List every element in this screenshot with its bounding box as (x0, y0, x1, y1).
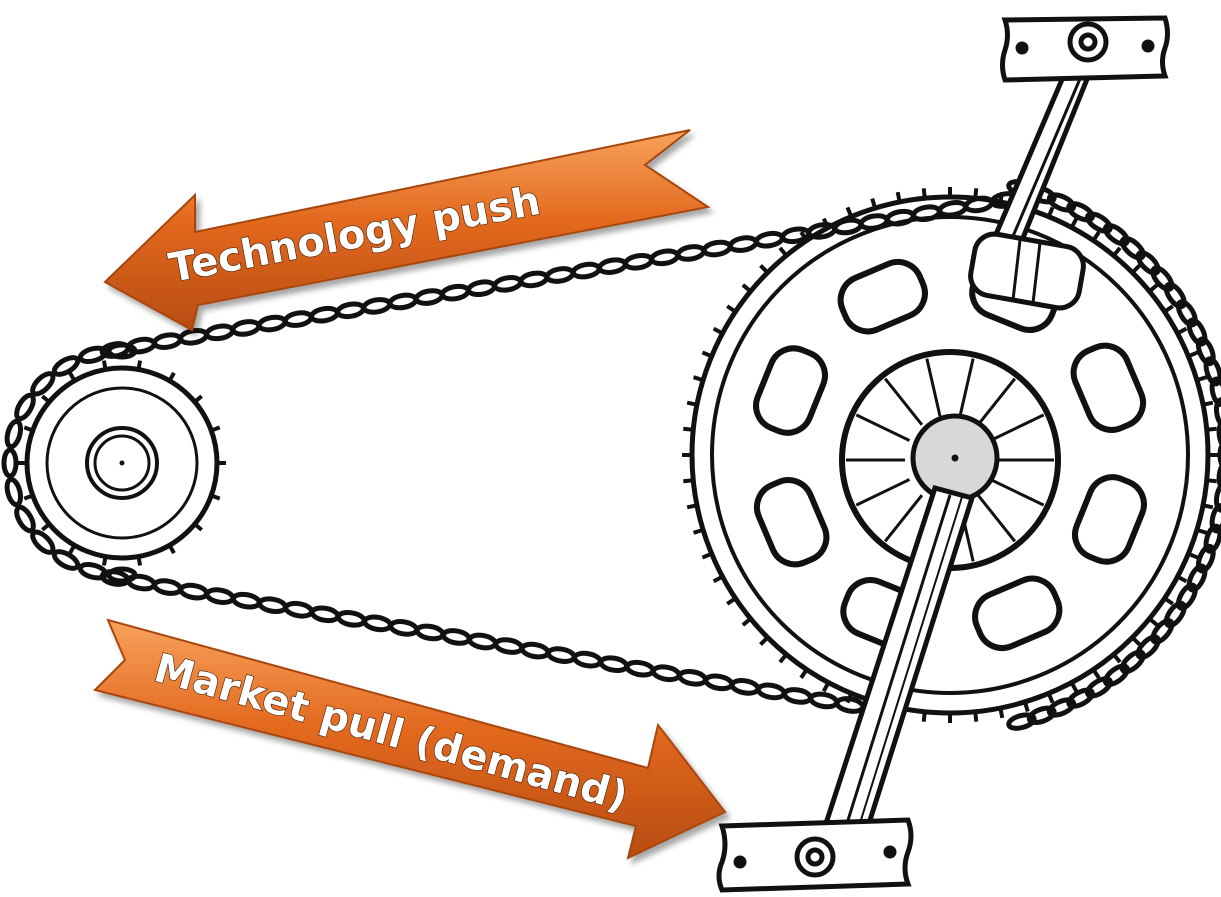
market-pull-label: Market pull (demand) (149, 645, 632, 820)
technology-push-arrow: Technology push (103, 129, 711, 332)
chainring (682, 187, 1218, 723)
crank-arm-top (968, 38, 1102, 311)
crank-arm-bottom (814, 484, 976, 861)
pedal-top (1000, 15, 1170, 83)
market-pull-arrow: Market pull (demand) (93, 618, 727, 860)
rear-sprocket (18, 360, 226, 566)
chain (1, 179, 1221, 731)
pedal-bottom (716, 817, 914, 893)
